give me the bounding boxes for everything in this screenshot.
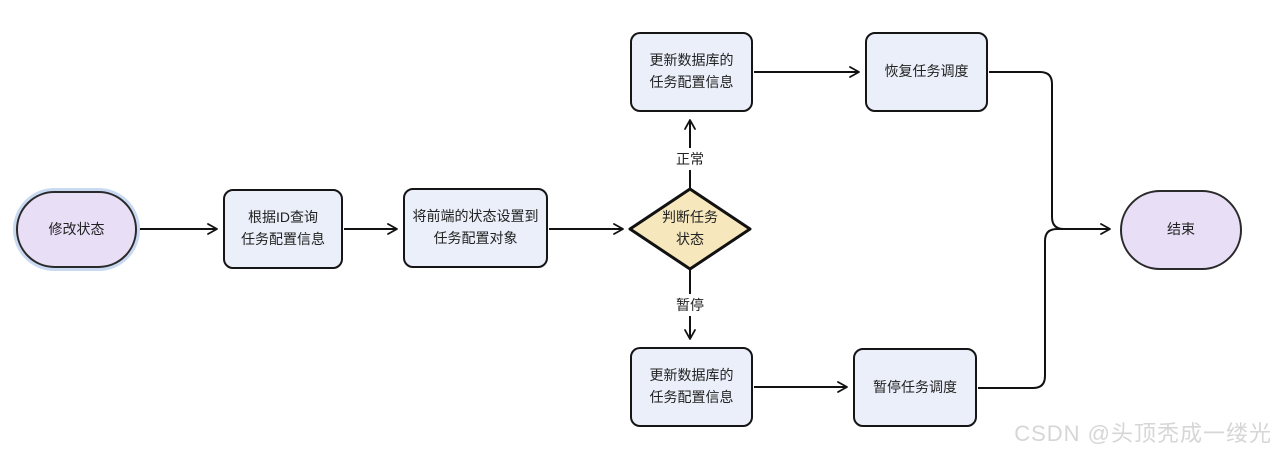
decision-diamond bbox=[628, 187, 752, 271]
node-end: 结束 bbox=[1120, 190, 1242, 270]
node-set-state: 将前端的状态设置到 任务配置对象 bbox=[403, 188, 548, 268]
node-update-db-normal: 更新数据库的 任务配置信息 bbox=[630, 32, 753, 112]
node-start: 修改状态 bbox=[16, 191, 137, 268]
edge-label-normal: 正常 bbox=[668, 148, 712, 170]
node-query-by-id: 根据ID查询 任务配置信息 bbox=[223, 189, 343, 269]
edge-pause-schedule-to-end bbox=[978, 228, 1074, 389]
node-resume-schedule: 恢复任务调度 bbox=[865, 32, 988, 112]
edge-label-pause: 暂停 bbox=[668, 294, 712, 316]
csdn-watermark: CSDN @头顶秃成一缕光 bbox=[1014, 421, 1272, 446]
node-judge-status-label: 判断任务 状态 bbox=[662, 209, 718, 247]
node-update-db-pause: 更新数据库的 任务配置信息 bbox=[630, 347, 753, 427]
node-pause-schedule: 暂停任务调度 bbox=[853, 348, 977, 427]
edge-resume-to-end bbox=[989, 71, 1111, 235]
